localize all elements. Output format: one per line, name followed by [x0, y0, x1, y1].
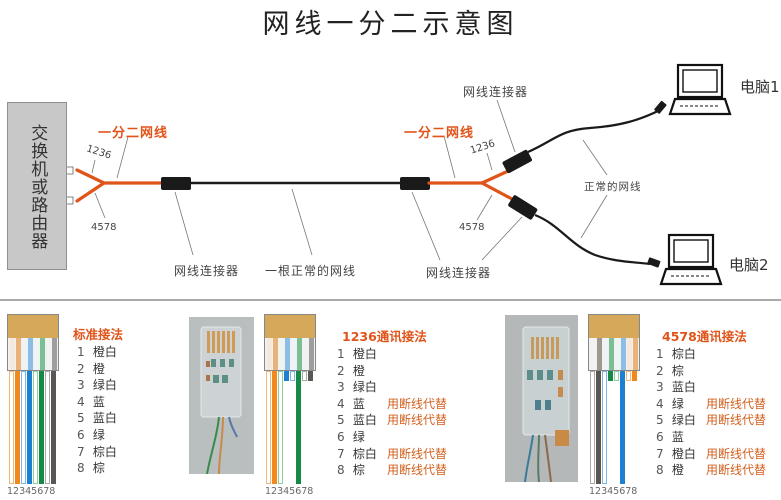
wire-row: 8 棕: [77, 461, 105, 476]
computer-icon: [659, 233, 723, 286]
switch-router-box: [7, 102, 67, 270]
right-pairs-4578: 4578: [459, 222, 485, 233]
standard-scheme-title: 标准接法: [73, 327, 124, 342]
pc1-label: 电脑1: [740, 78, 780, 96]
rj45-photo-4578: [505, 315, 578, 482]
left-splitter-label: 一分二网线: [98, 126, 169, 141]
wire-row: 4 绿用断线代替: [656, 396, 767, 411]
left-connector-label: 网线连接器: [174, 264, 240, 278]
4578-connector-diagram: [588, 314, 640, 484]
wire-row: 6 蓝: [656, 429, 684, 444]
wire-row: 4 蓝用断线代替: [337, 396, 448, 411]
wire-row: 1 橙白: [337, 347, 377, 361]
right-splitter-label: 一分二网线: [404, 126, 475, 141]
computer-icon: [668, 63, 732, 116]
wire-row: 7 棕白用断线代替: [337, 446, 448, 461]
4578-pin-numbers: 12345678: [589, 486, 638, 497]
pc2-label: 电脑2: [729, 256, 769, 274]
wire-row: 5 蓝白用断线代替: [337, 413, 448, 428]
wire-row: 8 棕用断线代替: [337, 463, 448, 478]
page-title: 网线一分二示意图: [262, 9, 519, 40]
wire-row: 2 橙: [77, 361, 105, 376]
normal-cables-label: 正常的网线: [584, 181, 642, 193]
network-split-diagram: [65, 63, 732, 286]
wire-row: 7 橙白用断线代替: [656, 446, 767, 461]
left-pairs-4578: 4578: [91, 222, 117, 233]
1236-pin-numbers: 12345678: [265, 486, 314, 497]
standard-wire-list: 1 橙白 2 橙 3 绿白 4 蓝 5 蓝白 6 绿 7 棕白 8 棕: [77, 344, 117, 477]
right-top-connector-label: 网线连接器: [463, 85, 529, 99]
standard-connector-diagram: [7, 314, 59, 484]
main-cable-label: 一根正常的网线: [265, 264, 357, 278]
wire-row: 3 绿白: [77, 378, 117, 393]
section-divider: [0, 299, 781, 301]
switch-router-label: 交换机或路由器: [27, 124, 48, 250]
wire-row: 6 绿: [77, 427, 105, 442]
rj45-photo-1236: [189, 317, 254, 474]
wire-row: 7 棕白: [77, 444, 117, 459]
1236-scheme-title: 1236通讯接法: [342, 329, 427, 344]
standard-pin-numbers: 12345678: [7, 486, 56, 497]
1236-connector-diagram: [264, 314, 316, 484]
wire-row: 1 橙白: [77, 345, 117, 359]
wire-row: 2 棕: [656, 363, 684, 378]
4578-scheme-title: 4578通讯接法: [662, 329, 747, 344]
wire-row: 5 蓝白: [77, 411, 117, 426]
wire-row: 4 蓝: [77, 394, 105, 409]
1236-wire-list: 1 橙白 2 橙 3 绿白 4 蓝用断线代替 5 蓝白用断线代替 6 绿 7 棕…: [337, 346, 448, 479]
4578-wire-list: 1 棕白 2 棕 3 蓝白 4 绿用断线代替 5 绿白用断线代替 6 蓝 7 橙…: [656, 346, 767, 479]
wire-row: 3 蓝白: [656, 380, 696, 395]
right-bottom-connector-label: 网线连接器: [426, 266, 492, 280]
wire-row: 6 绿: [337, 429, 365, 444]
wire-row: 2 橙: [337, 363, 365, 378]
wire-row: 1 棕白: [656, 347, 696, 361]
wire-row: 3 绿白: [337, 380, 377, 395]
wire-row: 8 橙用断线代替: [656, 463, 767, 478]
wire-row: 5 绿白用断线代替: [656, 413, 767, 428]
